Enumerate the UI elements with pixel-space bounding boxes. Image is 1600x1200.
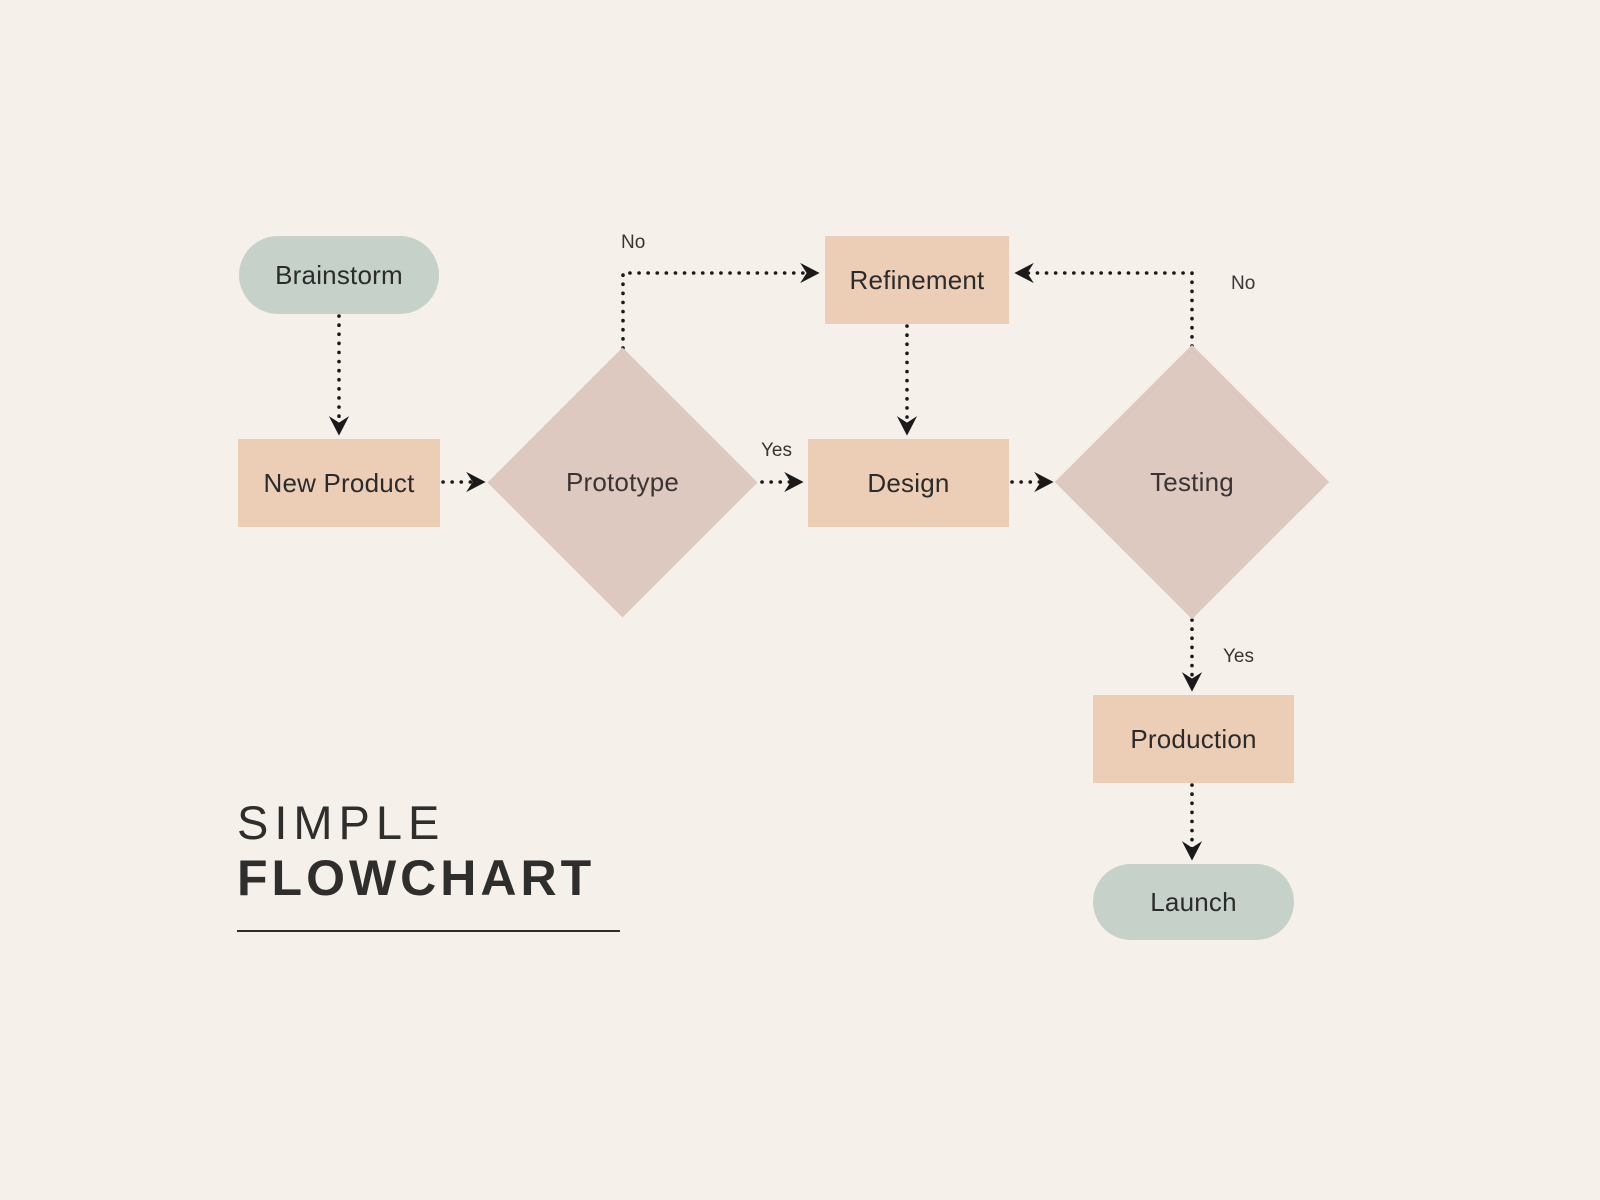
edge-testing-no-refinement — [1014, 262, 1194, 348]
title-line-flowchart: FLOWCHART — [237, 850, 596, 907]
node-refinement[interactable]: Refinement — [825, 236, 1009, 324]
node-design-label: Design — [867, 467, 950, 498]
node-testing[interactable]: Testing — [1054, 344, 1330, 620]
node-new-product[interactable]: New Product — [238, 439, 440, 527]
node-prototype-label: Prototype — [565, 467, 680, 497]
node-refinement-label: Refinement — [849, 264, 985, 295]
title-underline-rule — [237, 930, 620, 933]
node-testing-label: Testing — [1150, 466, 1234, 497]
node-brainstorm[interactable]: Brainstorm — [239, 236, 439, 314]
node-prototype[interactable]: Prototype — [487, 347, 758, 618]
title-block: SIMPLE FLOWCHART — [237, 796, 637, 933]
node-production-label: Production — [1130, 723, 1257, 754]
node-brainstorm-label: Brainstorm — [275, 259, 403, 290]
node-launch[interactable]: Launch — [1093, 864, 1294, 940]
node-launch-label: Launch — [1150, 886, 1237, 917]
edge-label-yes-prototype: Yes — [761, 440, 792, 461]
node-new-product-label: New Product — [263, 467, 415, 498]
title-line-simple: SIMPLE — [237, 796, 446, 849]
node-production[interactable]: Production — [1093, 695, 1294, 783]
node-design[interactable]: Design — [808, 439, 1009, 527]
edge-label-yes-testing: Yes — [1223, 646, 1254, 667]
edge-label-no-testing: No — [1231, 273, 1256, 294]
edge-prototype-no-refinement — [621, 262, 820, 350]
edge-label-no-prototype: No — [621, 232, 646, 253]
